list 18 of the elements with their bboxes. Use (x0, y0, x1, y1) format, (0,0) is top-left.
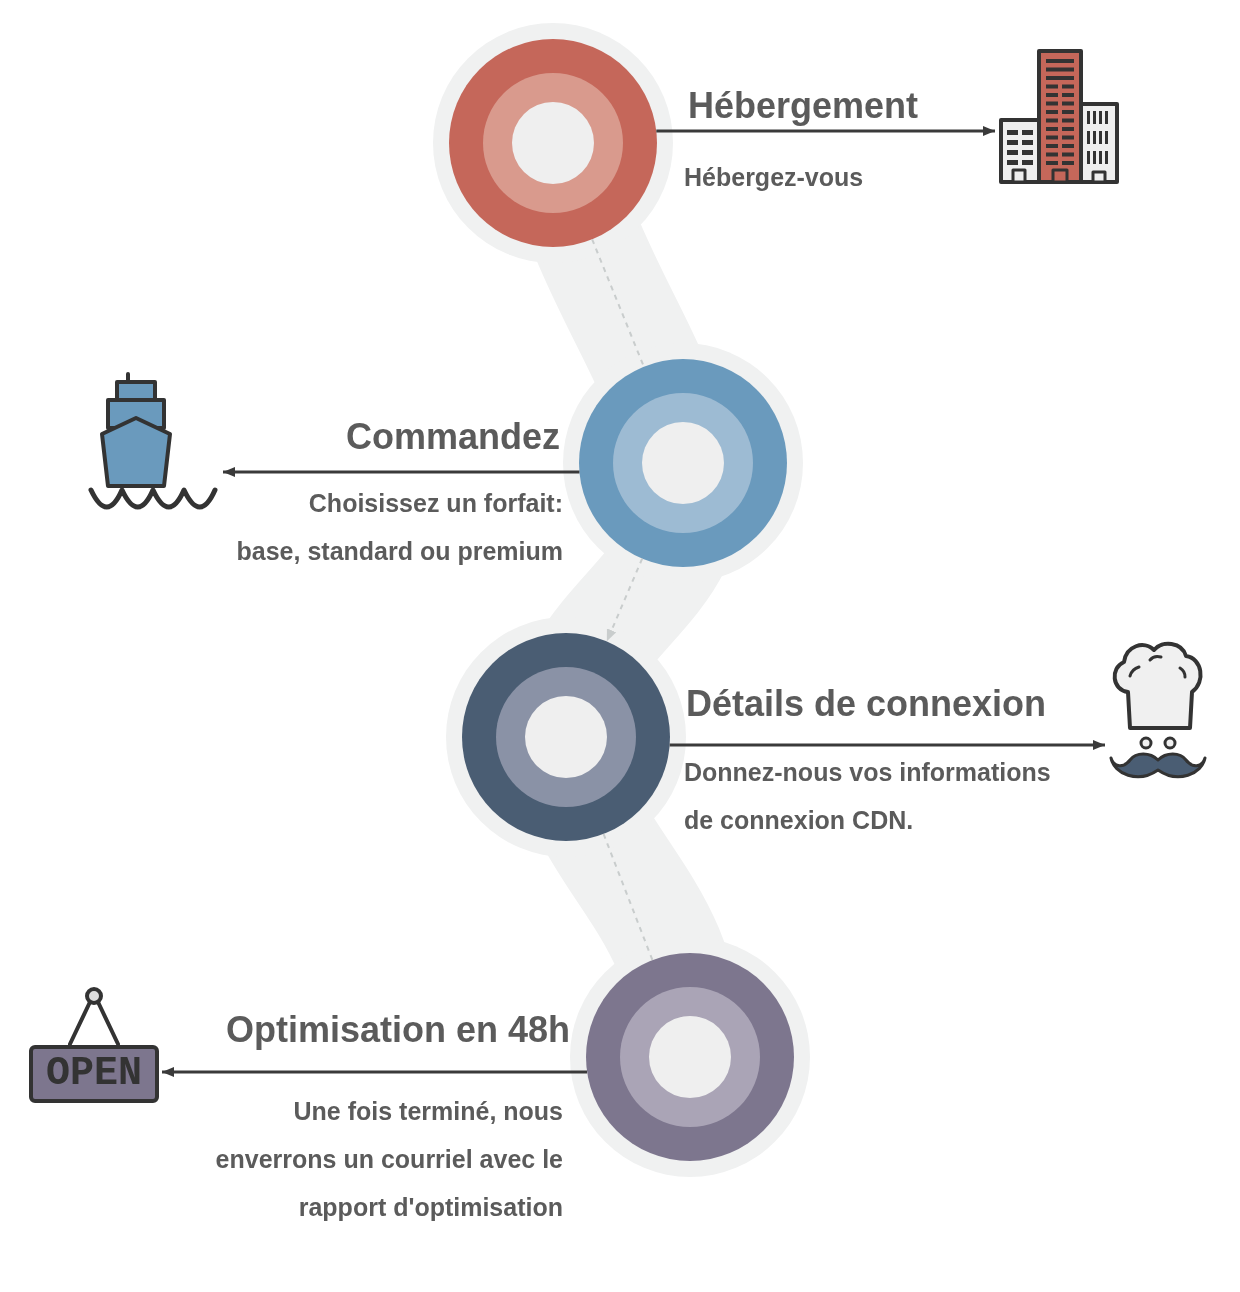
step-heading: Détails de connexion (686, 683, 1048, 725)
arrow (162, 1067, 588, 1077)
ship-icon (88, 372, 220, 512)
step-description: Hébergez-vous (684, 162, 865, 193)
dashed-line (591, 238, 645, 368)
step-heading: Hébergement (688, 85, 920, 127)
open-sign: OPEN (29, 1045, 159, 1103)
dashed-line (602, 832, 654, 962)
arrow (223, 467, 580, 477)
buildings-icon (998, 48, 1120, 185)
step-description: Une fois terminé, nous enverrons un courriel avec le rapport d'optimisation (214, 1096, 563, 1223)
step-description: Donnez-nous vos informations de connexion CDN. (684, 757, 1052, 836)
dashed-arrow (605, 557, 644, 643)
arrow (656, 126, 995, 136)
arrow (669, 740, 1105, 750)
step-description: Choisissez un forfait: base, standard ou premium (235, 488, 563, 567)
step-heading: Optimisation en 48h (224, 1009, 570, 1051)
step-heading: Commandez (344, 416, 560, 458)
